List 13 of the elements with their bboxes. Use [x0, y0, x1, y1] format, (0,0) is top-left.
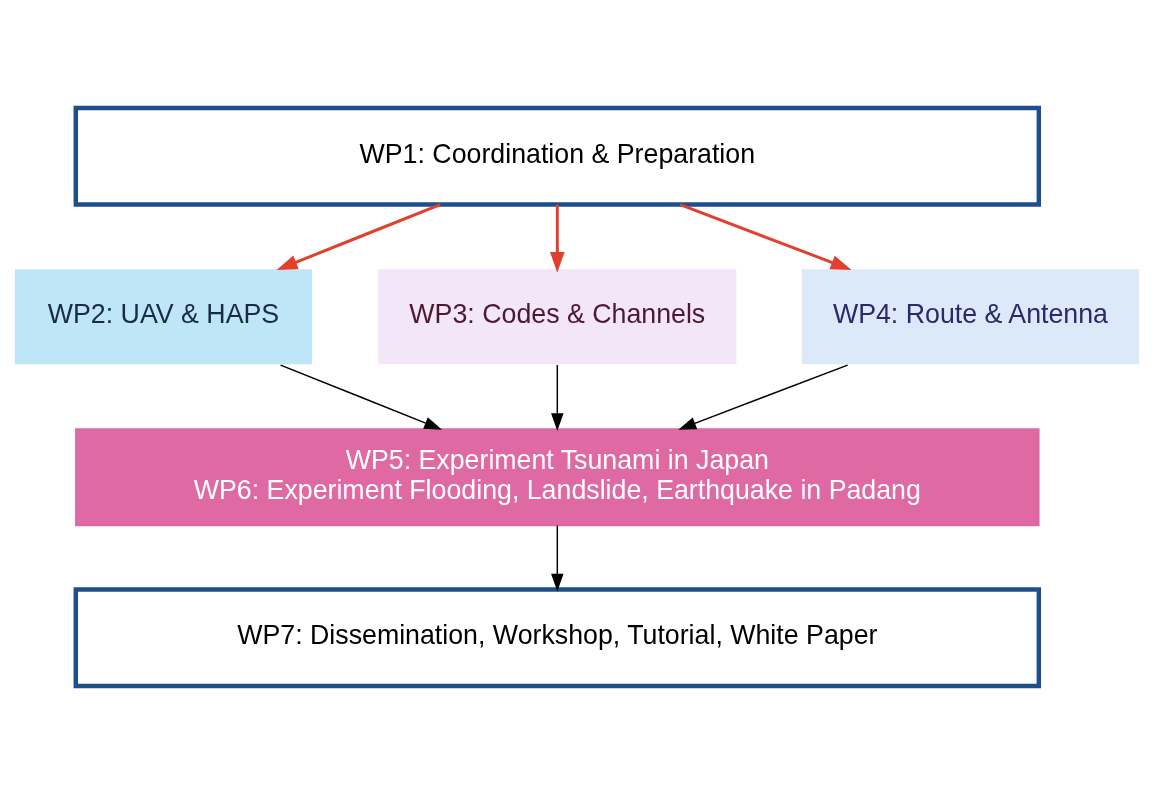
arrow	[551, 524, 564, 592]
node-box: WP3: Codes & Channels	[376, 267, 738, 366]
node-box: WP2: UAV & HAPS	[13, 267, 314, 366]
arrow	[678, 363, 849, 430]
node-box: WP5: Experiment Tsunami in Japan WP6: Experiment Flooding, Landslide, Earthquake in Padang	[75, 427, 1040, 526]
arrow	[551, 363, 564, 431]
node-box: WP7: Dissemination, Workshop, Tutorial, White Paper	[73, 586, 1042, 688]
arrow	[679, 202, 852, 270]
node-box: WP1: Coordination & Preparation	[73, 105, 1042, 207]
node-box: WP4: Route & Antenna	[800, 267, 1141, 366]
arrow	[550, 204, 565, 273]
arrow	[279, 363, 443, 430]
arrow	[276, 202, 441, 270]
